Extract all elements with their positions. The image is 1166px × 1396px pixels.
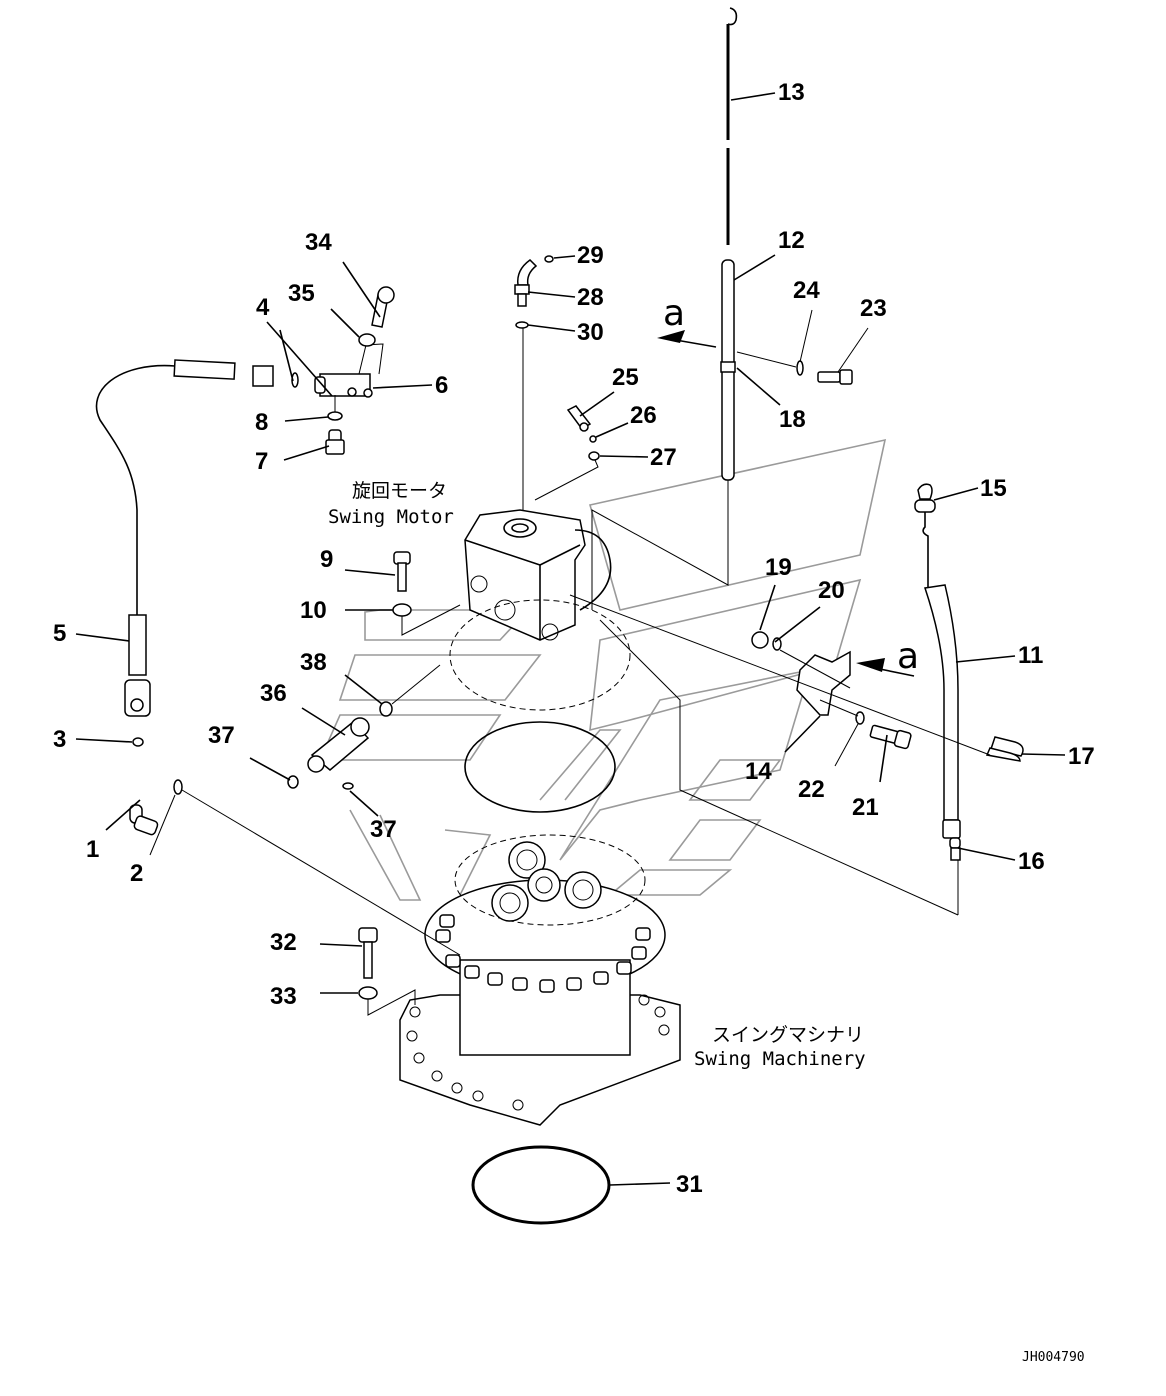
part-7-plug xyxy=(325,429,345,455)
part-36-valve xyxy=(307,717,370,773)
part-31-oring xyxy=(471,1145,611,1225)
part-5-hose xyxy=(95,359,274,717)
part-19-nut xyxy=(751,631,769,649)
callout-8: 8 xyxy=(255,409,268,436)
part-37-oring-b xyxy=(342,782,354,790)
part-15-cap xyxy=(914,483,936,596)
part-35-washer xyxy=(358,333,376,347)
callout-30: 30 xyxy=(577,319,604,346)
callout-16: 16 xyxy=(1018,848,1045,875)
callout-9: 9 xyxy=(320,546,333,573)
part-25-fitting xyxy=(566,405,592,432)
callout-14: 14 xyxy=(745,758,772,785)
callout-labels: 13 12 24 23 18 29 28 30 25 26 27 34 35 4… xyxy=(53,79,1095,1198)
part-22-washer xyxy=(855,711,865,725)
callout-24: 24 xyxy=(793,277,820,304)
callout-27: 27 xyxy=(650,444,677,471)
swing-motor-label-jp: 旋回モータ xyxy=(352,480,447,502)
part-27-oring xyxy=(588,451,600,461)
callout-29: 29 xyxy=(577,242,604,269)
swing-motor-label-en: Swing Motor xyxy=(328,506,454,528)
part-23-bolt xyxy=(817,369,853,385)
callout-7: 7 xyxy=(255,448,268,475)
view-arrow-top: a xyxy=(657,293,717,348)
part-28-elbow xyxy=(514,259,538,307)
callout-37-right: 37 xyxy=(370,816,397,843)
callout-38: 38 xyxy=(300,649,327,676)
part-30-oring xyxy=(515,321,529,329)
part-3-oring xyxy=(132,737,144,747)
callout-11: 11 xyxy=(1018,642,1043,669)
part-34-bolt xyxy=(371,286,395,328)
callout-12: 12 xyxy=(778,227,805,254)
part-33-washer xyxy=(358,986,378,1000)
motor-oring xyxy=(464,721,616,813)
view-label-a-right: a xyxy=(897,636,919,677)
callout-10: 10 xyxy=(300,597,327,624)
callout-15: 15 xyxy=(980,475,1007,502)
callout-31: 31 xyxy=(676,1171,703,1198)
callout-32: 32 xyxy=(270,929,297,956)
part-29-oring xyxy=(544,255,554,263)
flange-bolts xyxy=(435,914,651,993)
callout-33: 33 xyxy=(270,983,297,1010)
callout-35: 35 xyxy=(288,280,315,307)
callout-22: 22 xyxy=(798,776,825,803)
callout-21: 21 xyxy=(852,794,879,821)
leader-lines xyxy=(75,92,1066,1186)
part-6-block xyxy=(314,343,384,398)
part-10-washer xyxy=(392,603,412,617)
callout-2: 2 xyxy=(130,860,143,887)
part-11-filler-tube xyxy=(924,584,961,839)
callout-13: 13 xyxy=(778,79,805,106)
callout-25: 25 xyxy=(612,364,639,391)
callout-19: 19 xyxy=(765,554,792,581)
view-arrow-right: a xyxy=(856,636,919,677)
callout-1: 1 xyxy=(86,836,99,863)
swing-machinery-label-en: Swing Machinery xyxy=(694,1048,866,1070)
part-12-guide-tube xyxy=(720,259,736,481)
swing-machinery-label-jp: スイングマシナリ xyxy=(712,1024,864,1046)
callout-20: 20 xyxy=(818,577,845,604)
part-26-oring xyxy=(589,435,597,443)
callout-28: 28 xyxy=(577,284,604,311)
document-id: JH004790 xyxy=(1022,1350,1085,1365)
assembly-lines xyxy=(569,480,991,916)
part-8-oring xyxy=(327,411,343,421)
part-24-washer xyxy=(796,360,804,376)
part-13-dipstick xyxy=(726,7,738,245)
callout-34: 34 xyxy=(305,229,332,256)
callout-26: 26 xyxy=(630,402,657,429)
callout-36: 36 xyxy=(260,680,287,707)
part-32-bolt xyxy=(358,927,378,979)
callout-3: 3 xyxy=(53,726,66,753)
part-37-oring-a xyxy=(287,775,299,789)
callout-23: 23 xyxy=(860,295,887,322)
part-21-bolt xyxy=(869,724,912,750)
part-14-bracket xyxy=(796,650,851,716)
part-38-oring xyxy=(379,701,393,717)
callout-4: 4 xyxy=(256,294,270,321)
callout-5: 5 xyxy=(53,620,66,647)
callout-37-left: 37 xyxy=(208,722,235,749)
callout-6: 6 xyxy=(435,372,448,399)
part-16-fitting xyxy=(949,837,961,861)
callout-18: 18 xyxy=(779,406,806,433)
part-17-u-bolt xyxy=(985,736,1024,762)
swing-machinery-body xyxy=(399,834,681,1126)
part-9-bolt xyxy=(393,551,411,592)
swing-motor-body xyxy=(449,509,631,711)
view-label-a-top: a xyxy=(663,293,685,334)
part-1-elbow xyxy=(129,804,159,836)
part-2-oring xyxy=(173,779,183,795)
callout-17: 17 xyxy=(1068,743,1095,770)
